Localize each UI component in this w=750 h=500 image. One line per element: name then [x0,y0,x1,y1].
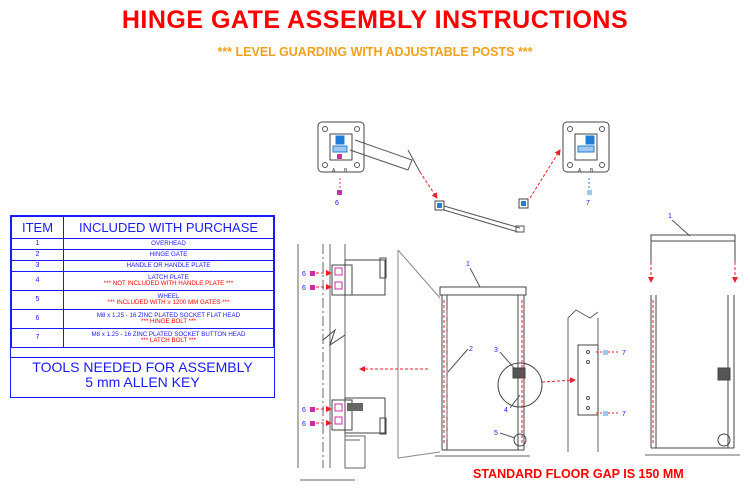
latch-bolt-icon [587,190,592,195]
hinge-bolt-callouts: 6 6 6 6 [302,270,332,428]
item-description-text: WHEEL [157,292,180,300]
callout-7: 7 [586,200,590,207]
item-description-text: M8 x 1.25 - 16 ZINC PLATED SOCKET FLAT H… [96,311,241,319]
header-included: INCLUDED WITH PURCHASE [63,216,274,239]
callout-4: 4 [504,407,508,414]
callout-2: 2 [469,346,473,353]
plate-label-a: A [332,168,336,174]
item-number: 7 [11,328,64,348]
hinge-block-icon [336,136,344,144]
page-title: HINGE GATE ASSEMBLY INSTRUCTIONS [121,6,629,34]
callout-6: 6 [302,407,306,414]
callout-7: 7 [622,350,626,357]
right-elevation: 1 [645,213,740,455]
table-row: 7 M8 x 1.25 - 16 ZINC PLATED SOCKET BUTT… [11,328,274,348]
wheel-icon [514,434,526,446]
item-description: M8 x 1.25 - 16 ZINC PLATED SOCKET BUTTON… [63,328,274,348]
parts-table: ITEM INCLUDED WITH PURCHASE 1 OVERHEAD 2… [10,215,275,398]
item-note: *** HINGE BOLT *** [141,318,196,325]
hinge-bolt-icon [337,154,342,159]
plate-label-a: A [578,168,582,174]
gate-callouts: 1 2 3 4 5 [448,261,520,438]
tools-item: 5 mm ALLEN KEY [85,373,200,390]
item-note: *** LATCH BOLT *** [140,337,197,344]
item-note: *** NOT INCLUDED WITH HANDLE PLATE *** [103,280,234,287]
top-view-gate-arm [420,149,561,232]
callout-1: 1 [668,213,672,220]
callout-5: 5 [494,430,498,437]
header-item: ITEM [11,216,64,239]
top-view-hinge-plate: A B 6 [318,122,420,207]
table-row: 1 OVERHEAD [11,238,274,250]
floor-gap-note: STANDARD FLOOR GAP IS 150 MM [473,467,684,481]
item-description-text: LATCH PLATE [148,273,189,281]
callout-6: 6 [302,421,306,428]
gate-front-elevation [435,287,542,456]
callout-6: 6 [302,271,306,278]
callout-6: 6 [335,200,339,207]
handle-icon [513,368,525,378]
plate-label-b: B [590,168,594,174]
top-view-latch-plate: A B 7 [563,122,609,207]
table-row: 5 WHEEL *** INCLUDED WITH ≥ 1200 MM GATE… [11,290,274,310]
callout-3: 3 [494,347,498,354]
tools-title: TOOLS NEEDED FOR ASSEMBLY [32,359,253,375]
callout-6: 6 [302,285,306,292]
latch-detail: 7 7 [542,310,626,452]
table-header-row: ITEM INCLUDED WITH PURCHASE [11,216,274,239]
section-bracket [359,250,440,458]
item-note: *** INCLUDED WITH ≥ 1200 MM GATES *** [107,299,230,306]
tools-section: TOOLS NEEDED FOR ASSEMBLY 5 mm ALLEN KEY [11,357,274,389]
page-subtitle: *** LEVEL GUARDING WITH ADJUSTABLE POSTS… [217,45,533,59]
side-view-hinge-post [298,244,386,480]
callout-7: 7 [622,411,626,418]
item-description-text: M8 x 1.25 - 16 ZINC PLATED SOCKET BUTTON… [91,330,246,338]
callout-1: 1 [466,261,470,268]
plate-label-b: B [344,168,348,174]
